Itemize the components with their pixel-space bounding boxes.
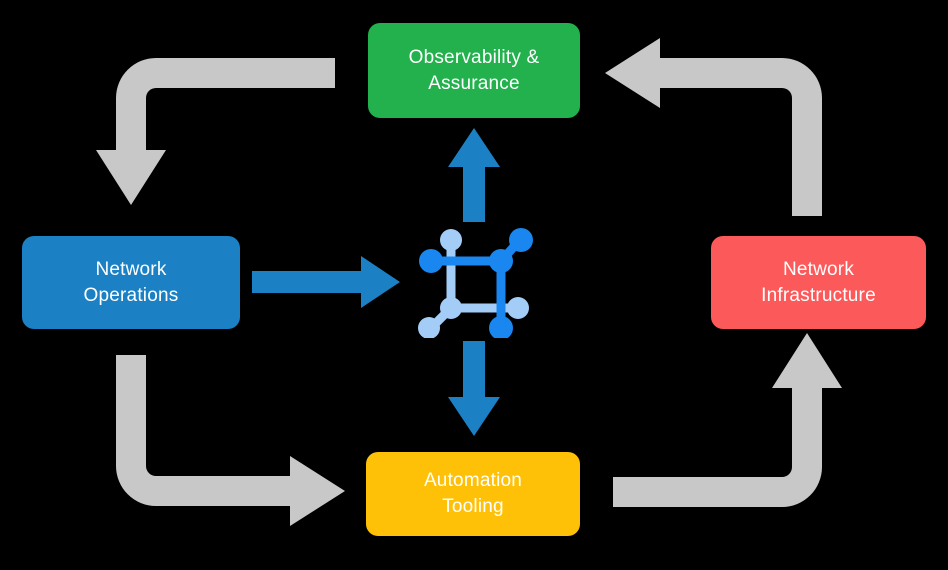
icon-node-bottom bbox=[489, 316, 513, 338]
node-label-network-infrastructure: Network Infrastructure bbox=[761, 258, 876, 306]
icon-node-center-left bbox=[440, 297, 462, 319]
gray-arrow-bottom-left bbox=[116, 355, 345, 526]
blue-arrow-down bbox=[448, 341, 500, 436]
gray-arrow-top-right bbox=[605, 38, 822, 216]
icon-node-bottom-left bbox=[418, 317, 440, 338]
gray-arrow-bottom-right bbox=[613, 333, 842, 507]
network-topology-icon bbox=[418, 228, 533, 338]
blue-arrow-right bbox=[252, 256, 400, 308]
node-label-observability-and-assurance: Observability & Assurance bbox=[408, 46, 540, 94]
icon-node-left bbox=[419, 249, 443, 273]
icon-node-right-middle bbox=[507, 297, 529, 319]
node-box-network-operations[interactable]: Network Operations bbox=[22, 236, 240, 329]
blue-arrow-up bbox=[448, 128, 500, 222]
gray-arrow-top-left bbox=[96, 58, 335, 205]
node-box-network-infrastructure[interactable]: Network Infrastructure bbox=[711, 236, 926, 329]
node-label-network-operations: Network Operations bbox=[83, 258, 179, 306]
node-box-observability-and-assurance[interactable]: Observability & Assurance bbox=[368, 23, 580, 118]
icon-node-center-right bbox=[489, 249, 513, 273]
node-label-automation-tooling: Automation Tooling bbox=[423, 470, 523, 517]
icon-node-top-left bbox=[440, 229, 462, 251]
icon-node-top-right bbox=[509, 228, 533, 252]
icon-nodes bbox=[418, 228, 533, 338]
node-box-automation-tooling[interactable]: Automation Tooling bbox=[366, 452, 580, 536]
